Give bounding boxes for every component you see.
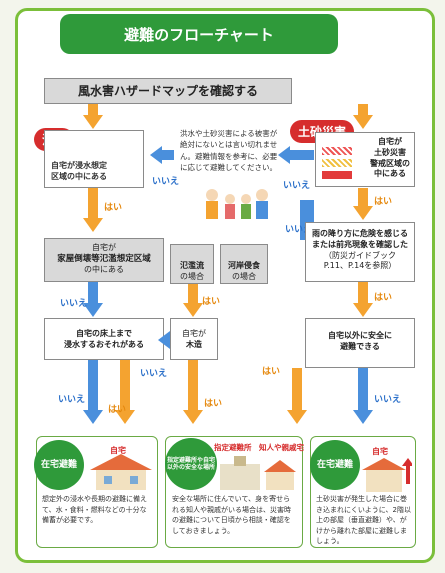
rain-line3: （防災ガイドブック [324,250,396,260]
shelter-circle: 指定避難所や自宅以外の安全な場所 [165,438,217,490]
wood-line2: 木造 [186,339,202,349]
yes-label-hanran: はい [202,297,221,307]
landslide-area-line1: 自宅が [378,137,402,146]
yes-label-flood: はい [104,203,123,213]
collapse-area-box: 自宅が 家屋倒壊等氾濫想定区域 の中にある [44,238,164,282]
floor-line2: 浸水するおそれがある [64,339,144,349]
hazard-map-text: 風水害ハザードマップを確認する [77,83,258,98]
family-illustration [200,185,270,225]
home-circle: 在宅避難 [34,440,84,490]
family-icon [206,189,268,219]
no-label-safe: いいえ [374,395,402,405]
shelter-building-icon [220,456,298,494]
hanran-sub: の場合 [180,271,204,281]
no-label-rain: いいえ [285,225,313,235]
rain-line1: 雨の降り方に危険を感じる [312,229,408,238]
hanran-box: 氾濫流 の場合 [170,244,214,284]
kagan-box: 河岸侵食 の場合 [220,244,268,284]
yes-label-safe: はい [262,367,281,377]
hanran-label: 氾濫流 [180,261,204,270]
safe-line2: 避難できる [340,341,380,351]
rain-line2: または前兆現象を確認した [312,239,408,249]
landslide-area-box: 自宅が 土砂災害 警戒区域の 中にある [315,132,415,187]
no-label-wood: いいえ [140,369,168,379]
landslide-area-line4: 中にある [374,169,406,179]
no-label-collapse: いいえ [60,299,88,309]
wood-line1: 自宅が [182,329,206,338]
collapse-line1: 自宅が [92,243,116,252]
no-label-flood: いいえ [152,177,180,187]
safe-line1: 自宅以外に安全に [328,331,392,340]
hazard-map-box: 風水害ハザードマップを確認する [44,78,292,104]
flood-area-line2: 区域の中にある [51,171,107,181]
yes-label-rain: はい [374,293,393,303]
floor-box: 自宅の床上まで 浸水するおそれがある [44,318,164,360]
yes-label-landslide: はい [374,197,393,207]
kagan-sub: の場合 [232,271,256,281]
rain-box: 雨の降り方に危険を感じる または前兆現象を確認した （防災ガイドブック P.11… [305,222,415,282]
home2-label: 自宅 [372,447,388,456]
no-label-floor: いいえ [58,395,86,405]
home2-circle: 在宅避難 [310,440,360,490]
no-label-landslide: いいえ [283,181,311,191]
rain-line4: P.11、P.14を参照） [323,261,397,271]
kagan-label: 河岸侵食 [228,261,260,270]
center-note: 洪水や土砂災害による被害が絶対にないとは言い切れません。避難情報を参考に、必要に… [180,129,278,172]
safe-box: 自宅以外に安全に 避難できる [305,318,415,368]
home2-house-icon [362,458,414,496]
wood-box: 自宅が 木造 [170,318,218,360]
collapse-line2: 家屋倒壊等氾濫想定区域 [57,253,151,264]
home-label: 自宅 [110,446,126,455]
yes-label-wood: はい [204,399,223,409]
flood-area-line1: 自宅が浸水想定 [51,161,107,170]
landslide-area-line2: 土砂災害 [374,147,406,157]
home2-text: 土砂災害が発生した場合に巻き込まれにくいように、2階以上の部屋（垂直避難）や、が… [316,495,411,545]
home-text: 想定外の浸水や長期の避難に備えて、水・食料・燃料などの十分な備蓄が必要です。 [42,495,147,524]
shelter-label: 指定避難所 知人や親戚宅 [214,443,304,452]
collapse-line3: の中にある [84,265,124,275]
yes-label-floor: はい [108,405,127,415]
shelter-text: 安全な場所に住んでいて、身を寄せられる知人や親戚がいる場合は、災害時の避難につい… [172,495,291,535]
home-house-icon [90,454,152,494]
page-title: 避難のフローチャート [60,14,338,54]
floor-line1: 自宅の床上まで [76,329,132,338]
landslide-area-line3: 警戒区域の [370,158,410,168]
flood-area-box: 自宅が浸水想定 区域の中にある [44,130,144,188]
